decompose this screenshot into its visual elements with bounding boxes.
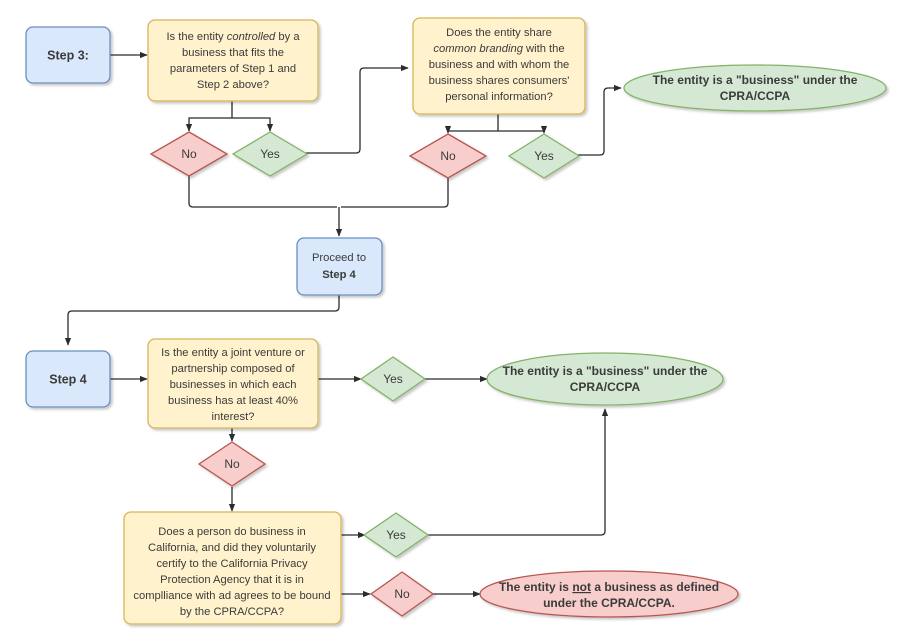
q1-yes-diamond[interactable] [231, 131, 309, 177]
outcome-not-business-ellipse[interactable] [479, 570, 739, 618]
node-q1-yes[interactable]: Yes [231, 131, 309, 177]
q3-no-diamond[interactable] [197, 441, 267, 487]
q3-yes-label: Yes [383, 372, 403, 386]
q2-yes-label: Yes [534, 149, 554, 163]
q1-line-4: Step 2 above? [197, 79, 269, 91]
outcome-top-line-2: CPRA/CCPA [720, 89, 791, 103]
q1-line-3: parameters of Step 1 and [170, 63, 296, 75]
node-q1-no[interactable]: No [149, 131, 229, 177]
node-q3-joint-venture[interactable]: Is the entity a joint venture or partner… [147, 338, 319, 429]
q3-line-2: partnership composed of [171, 363, 295, 375]
q3-line-1: Is the entity a joint venture or [161, 347, 305, 359]
q1-line-2: business that fits the [182, 47, 284, 59]
node-q4-yes[interactable]: Yes [362, 512, 430, 558]
q2-no-label: No [440, 149, 456, 163]
q1-box[interactable] [147, 19, 319, 102]
node-q3-no[interactable]: No [197, 441, 267, 487]
outcome-not-line-1: The entity is not a business as defined [499, 580, 719, 594]
node-q4-no[interactable]: No [369, 571, 435, 617]
q1-yes-label: Yes [260, 147, 280, 161]
step3-box[interactable] [25, 26, 111, 84]
q3-line-4: business has at least 40% [168, 395, 298, 407]
node-proceed-step4[interactable]: Proceed to Step 4 [296, 237, 383, 296]
step4-box[interactable] [25, 350, 111, 408]
edge-q2-to-yes [498, 125, 548, 134]
q2-line-4: business shares consumers' [429, 75, 570, 87]
proceed-line-1: Proceed to [312, 252, 366, 264]
outcome-top-ellipse[interactable] [623, 64, 887, 112]
q2-no-diamond[interactable] [408, 133, 488, 179]
q2-yes-diamond[interactable] [507, 133, 581, 179]
q1-no-diamond[interactable] [149, 131, 229, 177]
q2-box[interactable] [412, 17, 586, 115]
edge-q2no-down [341, 177, 449, 208]
node-q2-yes[interactable]: Yes [507, 133, 581, 179]
outcome-top-line-1: The entity is a "business" under the [653, 73, 858, 87]
edge-q4yes-to-outcome [427, 408, 609, 536]
q2-line-2: common branding with the [433, 43, 564, 55]
outcome-not-line-2: under the CPRA/CCPA. [543, 596, 675, 610]
outcome-mid-line-1: The entity is a "business" under the [503, 364, 708, 378]
q4-yes-label: Yes [386, 528, 406, 542]
edge-q1no-down [188, 175, 337, 208]
q3-line-3: businesses in which each [170, 379, 297, 391]
node-outcome-not-business[interactable]: The entity is not a business as defined … [479, 570, 739, 618]
edge-proceed-to-step4 [64, 295, 340, 346]
node-outcome-business-mid[interactable]: The entity is a "business" under the CPR… [486, 352, 724, 406]
node-q2-no[interactable]: No [408, 133, 488, 179]
step3-label-text: Step 3: [47, 48, 89, 62]
q2-line-3: business and with whom the [429, 59, 570, 71]
node-step3-label[interactable]: Step 3: [25, 26, 111, 84]
q4-line-4: Protection Agency that it is in [160, 574, 304, 586]
edge-q1yes-to-q2 [306, 64, 409, 154]
q3-line-5: interest? [212, 411, 255, 423]
q4-line-6: by the CPRA/CCPA? [180, 606, 284, 618]
node-q2-common-branding[interactable]: Does the entity share common branding wi… [412, 17, 586, 115]
edge-layer [64, 51, 622, 598]
edge-q2-to-no [444, 125, 498, 134]
q1-no-label: No [181, 147, 197, 161]
q2-line-5: personal information? [445, 91, 553, 103]
proceed-line-2: Step 4 [322, 269, 356, 281]
q4-box[interactable] [123, 511, 342, 625]
outcome-mid-ellipse[interactable] [486, 352, 724, 406]
q3-box[interactable] [147, 338, 319, 429]
node-step4-label[interactable]: Step 4 [25, 350, 111, 408]
node-q1-controlled[interactable]: Is the entity controlled by a business t… [147, 19, 319, 102]
node-outcome-business-top[interactable]: The entity is a "business" under the CPR… [623, 64, 887, 112]
q3-no-label: No [224, 457, 240, 471]
q4-no-diamond[interactable] [369, 571, 435, 617]
q4-line-3: certify to the California Privacy [156, 558, 307, 570]
q4-no-label: No [394, 587, 410, 601]
q2-line-1: Does the entity share [446, 27, 552, 39]
q3-yes-diamond[interactable] [359, 356, 427, 402]
step4-label-text: Step 4 [49, 372, 87, 386]
edge-q2yes-to-outcome [578, 84, 622, 156]
q4-line-1: Does a person do business in [158, 526, 305, 538]
edge-q1-to-yes [232, 117, 274, 132]
q1-line-1: Is the entity controlled by a [166, 31, 300, 43]
node-q3-yes[interactable]: Yes [359, 356, 427, 402]
outcome-mid-line-2: CPRA/CCPA [570, 380, 641, 394]
q4-line-2: California, and did they voluntarily [148, 542, 316, 554]
node-q4-voluntary-certify[interactable]: Does a person do business in California,… [123, 511, 342, 625]
edge-q1-to-no [185, 117, 232, 132]
proceed-box[interactable] [296, 237, 383, 296]
q4-yes-diamond[interactable] [362, 512, 430, 558]
q4-line-5: complliance with ad agrees to be bound [133, 590, 330, 602]
